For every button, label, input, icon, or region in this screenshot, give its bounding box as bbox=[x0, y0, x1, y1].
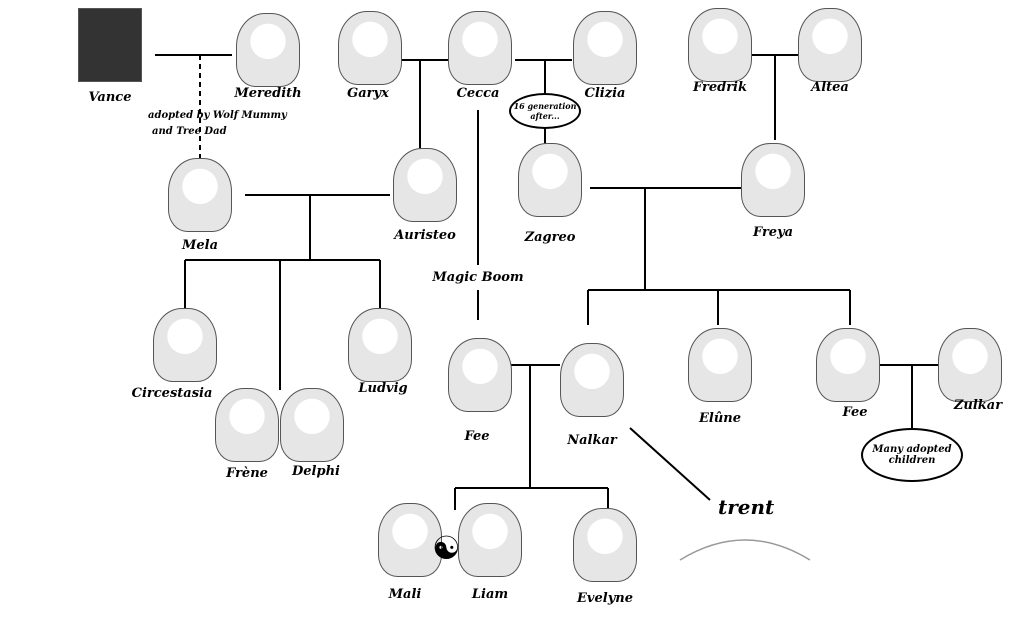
person-name: Cecca bbox=[456, 86, 500, 101]
portrait bbox=[741, 143, 805, 217]
portrait bbox=[236, 13, 300, 87]
person-name: Clizia bbox=[584, 86, 626, 101]
many-adopted-children-note: Many adopted children bbox=[861, 428, 963, 482]
portrait bbox=[518, 143, 582, 217]
portrait bbox=[168, 158, 232, 232]
portrait bbox=[458, 503, 522, 577]
portrait bbox=[280, 388, 344, 462]
person-name: Auristeo bbox=[394, 228, 456, 243]
adopted-note-2: and Tree Dad bbox=[152, 126, 227, 137]
adopted-note: adopted by Wolf Mummy bbox=[148, 110, 287, 121]
person-name: Freya bbox=[752, 225, 794, 240]
generation-note: 16 generation after... bbox=[509, 93, 581, 129]
portrait bbox=[448, 338, 512, 412]
portrait bbox=[348, 308, 412, 382]
person-name: Fredrik bbox=[692, 80, 748, 95]
portrait bbox=[78, 8, 142, 82]
person-name: Liam bbox=[471, 587, 509, 602]
portrait bbox=[573, 11, 637, 85]
portrait bbox=[215, 388, 279, 462]
person-name: Fee bbox=[464, 429, 490, 444]
trent-label: trent bbox=[718, 495, 775, 519]
portrait bbox=[816, 328, 880, 402]
person-name: Zulkar bbox=[953, 398, 1003, 413]
portrait bbox=[560, 343, 624, 417]
person-name: Meredith bbox=[234, 86, 302, 101]
portrait bbox=[688, 8, 752, 82]
person-name: Nalkar bbox=[567, 433, 617, 448]
portrait bbox=[338, 11, 402, 85]
magic-boom-label: Magic Boom bbox=[432, 270, 524, 285]
portrait bbox=[688, 328, 752, 402]
person-name: Zagreo bbox=[524, 230, 576, 245]
portrait bbox=[938, 328, 1002, 402]
person-name: Fee bbox=[842, 405, 868, 420]
portrait bbox=[378, 503, 442, 577]
person-name: Elûne bbox=[698, 411, 742, 426]
person-name: Altea bbox=[811, 80, 849, 95]
yin-yang-icon: ☯ bbox=[432, 529, 461, 567]
person-name: Vance bbox=[88, 90, 132, 105]
person-name: Evelyne bbox=[577, 591, 633, 606]
portrait bbox=[153, 308, 217, 382]
portrait bbox=[393, 148, 457, 222]
person-name: Garyx bbox=[347, 86, 389, 101]
portrait bbox=[573, 508, 637, 582]
portrait bbox=[448, 11, 512, 85]
person-name: Circestasia bbox=[131, 386, 213, 401]
person-name: Mela bbox=[181, 238, 219, 253]
portrait bbox=[798, 8, 862, 82]
person-name: Delphi bbox=[292, 464, 340, 479]
person-name: Mali bbox=[388, 587, 422, 602]
person-name: Frène bbox=[226, 466, 268, 481]
person-name: Ludvig bbox=[358, 381, 408, 396]
